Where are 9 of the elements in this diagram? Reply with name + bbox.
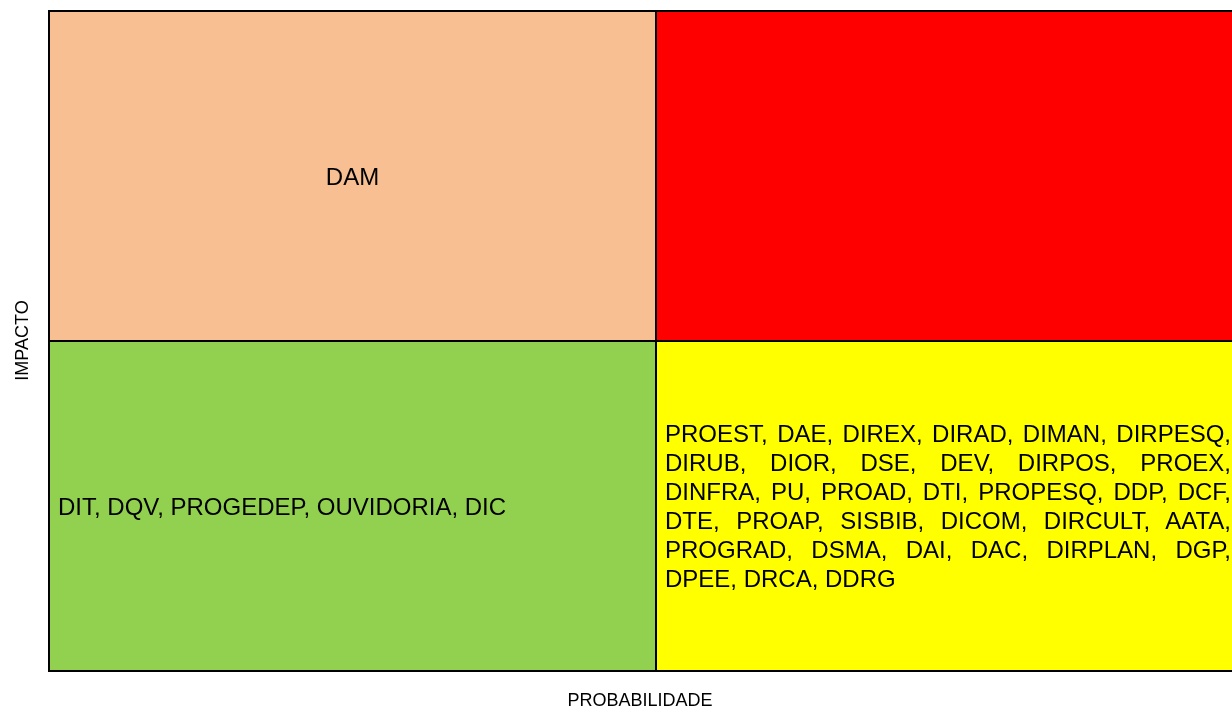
quadrant-text: DAM [325, 161, 380, 191]
quadrant-text: DIT, DQV, PROGEDEP, OUVIDORIA, DIC [58, 491, 507, 521]
risk-quadrant [655, 340, 1232, 672]
axis-title: IMPACTO [11, 299, 33, 381]
risk-quadrant [655, 10, 1232, 342]
risk-quadrant [48, 10, 657, 342]
quadrant-text: PROEST, DAE, DIREX, DIRAD, DIMAN, DIRPESQ, DIRUB, DIOR, DSE, DEV, DIRPOS, PROEX, DINFRA, PU, PROAD, DTI, PROPESQ, DDP, DCF, DTE, PROAP, SISBIB, DICOM, DIRCULT, AATA, PROGRAD, DSMA, DAI, DAC, DIRPLAN, DGP, DPEE, DRCA, DDRG [665, 419, 1231, 593]
axis-title: PROBABILIDADE [567, 689, 713, 711]
risk-quadrant [48, 340, 657, 672]
